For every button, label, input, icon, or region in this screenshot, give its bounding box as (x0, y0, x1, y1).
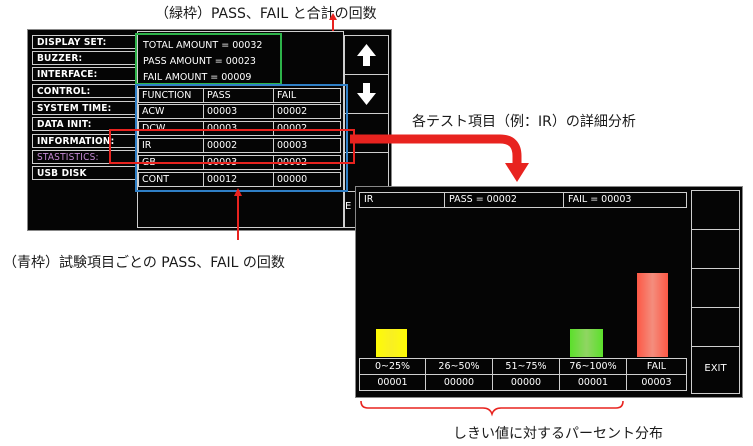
table-row-ir-fail: 00003 (273, 138, 341, 153)
annotation-blue: （青枠）試験項目ごとの PASS、FAIL の回数 (3, 255, 285, 271)
red-highlight-box (109, 129, 355, 164)
bar-76-100 (570, 329, 603, 357)
detail-pass-count: PASS = 00002 (444, 192, 564, 208)
pass-amount: PASS AMOUNT = 00023 (143, 56, 256, 67)
detail-fail-count: FAIL = 00003 (563, 192, 687, 208)
range-count-51-75: 00000 (492, 374, 560, 391)
detail-side-button-3[interactable] (691, 268, 740, 308)
bar-0-25 (376, 329, 407, 357)
menu-interface[interactable]: INTERFACE: (32, 67, 159, 81)
arrow-down-icon (357, 83, 376, 105)
blue-highlight-box (135, 84, 348, 192)
annotation-green: （緑枠）PASS、FAIL と合計の回数 (155, 6, 377, 22)
table-row-acw-fail: 00002 (273, 104, 341, 119)
range-label-26-50: 26~50% (425, 358, 493, 375)
scroll-down-button[interactable] (344, 74, 389, 114)
range-count-26-50: 00000 (425, 374, 493, 391)
table-row-cont-fail: 00000 (273, 172, 341, 187)
detail-side-button-1[interactable] (691, 190, 740, 230)
range-count-0-25: 00001 (359, 374, 426, 391)
range-label-51-75: 51~75% (492, 358, 560, 375)
table-row-dcw-fail: 00002 (273, 121, 341, 136)
fail-amount: FAIL AMOUNT = 00009 (143, 72, 252, 83)
side-button-5-label: E (345, 201, 352, 212)
menu-display-set[interactable]: DISPLAY SET: (32, 35, 159, 49)
menu-data-init[interactable]: DATA INIT: (32, 117, 159, 131)
statistics-screen: DISPLAY SET: BUZZER: INTERFACE: CONTROL:… (27, 29, 392, 231)
range-label-fail: FAIL (626, 358, 687, 375)
detail-side-button-4[interactable] (691, 307, 740, 347)
arrow-up-icon (357, 44, 376, 66)
range-count-fail: 00003 (626, 374, 687, 391)
annotation-detail: 各テスト項目（例：IR）の詳細分析 (412, 114, 636, 130)
scroll-up-button[interactable] (344, 35, 389, 75)
range-label-76-100: 76~100% (559, 358, 627, 375)
detail-analysis-screen: IR PASS = 00002 FAIL = 00003 0~25% 26~50… (355, 186, 743, 398)
range-count-76-100: 00001 (559, 374, 627, 391)
bar-fail (637, 273, 668, 357)
detail-item-name: IR (359, 192, 445, 208)
annotation-distribution: しきい値に対するパーセント分布 (453, 426, 663, 442)
range-label-0-25: 0~25% (359, 358, 426, 375)
exit-label: EXIT (704, 363, 727, 374)
table-header-fail: FAIL (273, 88, 341, 103)
detail-side-button-2[interactable] (691, 229, 740, 269)
side-button-3[interactable] (344, 113, 389, 153)
side-button-4[interactable] (344, 152, 389, 192)
total-amount: TOTAL AMOUNT = 00032 (143, 40, 263, 51)
exit-button[interactable]: EXIT (691, 346, 740, 394)
